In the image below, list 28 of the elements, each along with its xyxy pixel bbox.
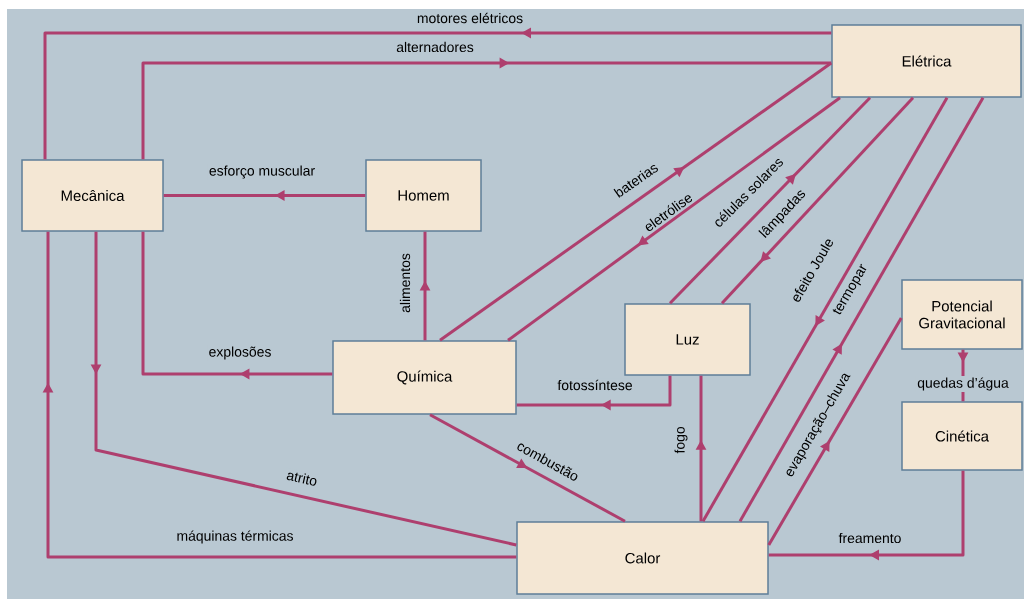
arrow bbox=[141, 57, 832, 160]
edge-label: fogo bbox=[673, 424, 689, 456]
arrow bbox=[668, 96, 872, 305]
arrow bbox=[767, 317, 903, 546]
edge-label: alternadores bbox=[394, 40, 476, 54]
arrow bbox=[738, 97, 985, 522]
edge-label: motores elétricos bbox=[415, 11, 525, 25]
energy-box: Homem bbox=[365, 159, 482, 232]
energy-box: Potencial Gravitacional bbox=[901, 279, 1023, 350]
arrow bbox=[141, 231, 333, 380]
energy-box: Mecânica bbox=[21, 159, 164, 232]
edge-label: alimentos bbox=[398, 251, 412, 315]
arrow bbox=[516, 375, 672, 411]
energy-box: Elétrica bbox=[831, 24, 1022, 98]
arrow bbox=[720, 96, 915, 305]
arrow bbox=[768, 470, 965, 561]
arrow bbox=[507, 96, 841, 342]
energy-box: Calor bbox=[516, 521, 769, 595]
arrow bbox=[439, 61, 833, 342]
edge-label: fotossíntese bbox=[555, 378, 635, 392]
energy-box: Cinética bbox=[901, 401, 1023, 471]
edge-label: atrito bbox=[283, 467, 321, 489]
energy-box: Luz bbox=[624, 303, 751, 376]
arrow bbox=[163, 190, 366, 201]
arrow bbox=[429, 413, 626, 523]
energy-box: Química bbox=[332, 340, 517, 415]
edge-label: freamento bbox=[837, 531, 903, 545]
arrow bbox=[701, 97, 949, 522]
